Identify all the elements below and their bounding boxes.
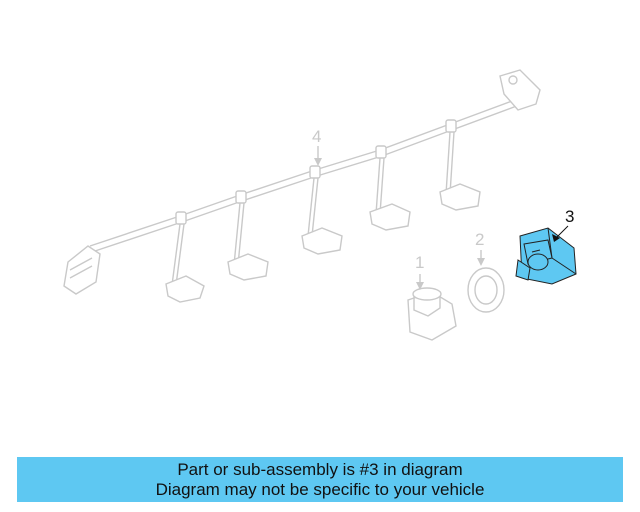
callout-4: 4: [312, 127, 322, 166]
callout-label: 2: [475, 230, 484, 249]
wiring-harness: [63, 69, 541, 303]
callout-label: 3: [565, 207, 574, 226]
parts-diagram: 4 1 2 3: [63, 69, 577, 341]
sensor-bracket-part: [515, 227, 577, 285]
caption-banner: Part or sub-assembly is #3 in diagram Di…: [17, 457, 623, 502]
callout-label: 4: [312, 127, 321, 146]
harness-end-connector-right: [499, 69, 541, 111]
sensor-ring-part: [467, 267, 505, 313]
parking-sensor-part: [407, 287, 457, 341]
callout-label: 1: [415, 253, 424, 272]
caption-line-1: Part or sub-assembly is #3 in diagram: [177, 459, 463, 479]
callout-1: 1: [415, 253, 424, 290]
callout-3: 3: [552, 207, 574, 242]
caption-line-2: Diagram may not be specific to your vehi…: [155, 479, 485, 499]
callout-2: 2: [475, 230, 485, 266]
branch-connector: [165, 183, 481, 303]
harness-end-connector-left: [63, 245, 101, 295]
